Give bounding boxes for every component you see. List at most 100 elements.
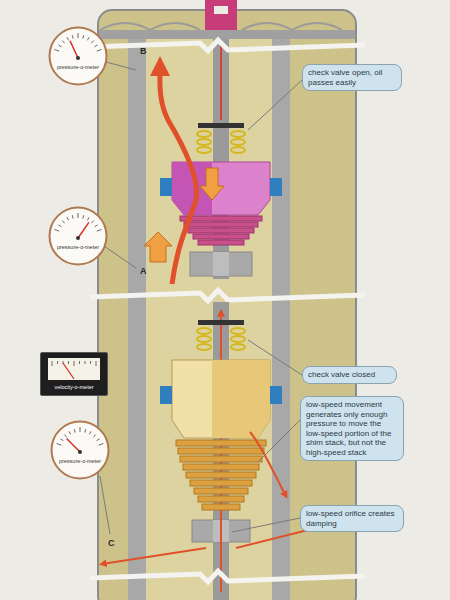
- leader-line: [100, 476, 110, 534]
- rod-end: [205, 0, 237, 30]
- spring-coil: [197, 336, 211, 342]
- piston-nut: [190, 252, 252, 276]
- inner-chamber: [146, 36, 272, 600]
- spring-coil: [231, 139, 245, 145]
- needle-pivot: [76, 56, 80, 60]
- piston-shade: [212, 360, 270, 438]
- shim: [193, 234, 249, 239]
- dial-tick: [90, 361, 91, 364]
- gauge-tick: [84, 429, 86, 432]
- check-valve-spring: [197, 131, 245, 153]
- dial-tick: [57, 361, 58, 364]
- inner-tube-wall: [272, 36, 290, 600]
- leader-line: [248, 340, 302, 375]
- gauge-tick: [97, 49, 102, 51]
- gauge-rim: [50, 208, 107, 265]
- gauge-tick: [61, 439, 64, 441]
- meter-label: pressure-o-meter: [50, 458, 110, 464]
- gauge-tick: [55, 229, 60, 231]
- gauge-tick: [87, 217, 89, 220]
- gauge-tick: [95, 45, 98, 47]
- spring-cap: [198, 123, 244, 128]
- gauge-tick: [87, 37, 89, 40]
- rod-channel: [220, 40, 222, 120]
- gauge-tick: [99, 443, 104, 445]
- piston-seal: [160, 386, 172, 404]
- gauge-tick: [59, 225, 62, 227]
- piston-body: [172, 162, 270, 215]
- gauge-face: [48, 26, 108, 86]
- gauge-rim: [52, 422, 109, 479]
- spring-coil: [197, 131, 211, 137]
- spring-coil: [197, 328, 211, 334]
- gauge-tick: [91, 41, 93, 44]
- position-letter: B: [140, 46, 147, 56]
- dial-tick: [74, 361, 75, 366]
- gauge-tick: [97, 229, 102, 231]
- meter-label: pressure-o-meter: [48, 244, 108, 250]
- callout-text: check valve open, oil passes easily: [308, 68, 396, 87]
- needle-pivot: [78, 450, 82, 454]
- top-cap: [99, 30, 355, 39]
- shim: [186, 472, 256, 478]
- oil-flow: [160, 64, 197, 284]
- spring-coil: [197, 139, 211, 145]
- gauge-face: [50, 420, 110, 480]
- break-line: [90, 40, 365, 51]
- leader-line: [104, 246, 136, 268]
- piston-seal: [270, 178, 282, 196]
- damping-flow: [102, 548, 206, 564]
- gauge-tick: [72, 215, 74, 218]
- gauge-tick: [55, 49, 60, 51]
- gauge-tick: [89, 431, 91, 434]
- pressure-gauge: pressure-o-meter: [50, 420, 110, 480]
- break-line: [90, 290, 365, 301]
- spring-coil: [231, 328, 245, 334]
- callout-box: check valve open, oil passes easily: [302, 64, 402, 91]
- gauge-needle: [67, 439, 80, 452]
- dial-tick: [68, 361, 69, 364]
- dial-window: [48, 358, 100, 380]
- spring-coil: [231, 336, 245, 342]
- piston-body: [172, 360, 270, 438]
- spring-coil: [231, 147, 245, 153]
- gauge-tick: [69, 431, 71, 434]
- callout-box: low-speed movement generates only enough…: [300, 396, 404, 461]
- shim: [180, 456, 262, 462]
- gauge-tick: [67, 37, 69, 40]
- gauge-tick: [62, 41, 64, 44]
- inner-tube-wall: [128, 36, 146, 600]
- dial-tick: [85, 361, 86, 364]
- leader-line: [106, 62, 136, 70]
- gauge-tick: [95, 225, 98, 227]
- break-line: [90, 571, 365, 582]
- callout-text: check valve closed: [308, 370, 391, 380]
- gauge-tick: [64, 435, 66, 438]
- shim: [176, 440, 266, 446]
- leader-line: [232, 518, 300, 532]
- gauge-needle: [70, 41, 78, 58]
- leader-lines: [100, 62, 302, 534]
- spring-cap: [198, 320, 244, 325]
- spring-coil: [197, 344, 211, 350]
- callout-box: check valve closed: [302, 366, 397, 384]
- shim-flow: [250, 432, 286, 496]
- shim: [184, 222, 258, 227]
- shim-stack: [180, 216, 262, 245]
- gauge-tick: [74, 429, 76, 432]
- piston-seal: [160, 178, 172, 196]
- pressure-gauge: pressure-o-meter: [48, 26, 108, 86]
- dial-tick: [96, 361, 97, 366]
- spring-coil: [231, 131, 245, 137]
- callout-text: low-speed orifice creates damping: [306, 509, 398, 528]
- orifice-flow: [220, 512, 222, 592]
- dial-needle: [63, 363, 74, 379]
- gauge-needle: [78, 222, 89, 238]
- gauge-rim: [50, 28, 107, 85]
- gauge-tick: [93, 435, 95, 438]
- flow-arrow-down: [200, 168, 224, 200]
- gauge-face: [48, 206, 108, 266]
- shim: [183, 464, 259, 470]
- position-letter: C: [108, 538, 115, 548]
- dial-tick: [79, 361, 80, 364]
